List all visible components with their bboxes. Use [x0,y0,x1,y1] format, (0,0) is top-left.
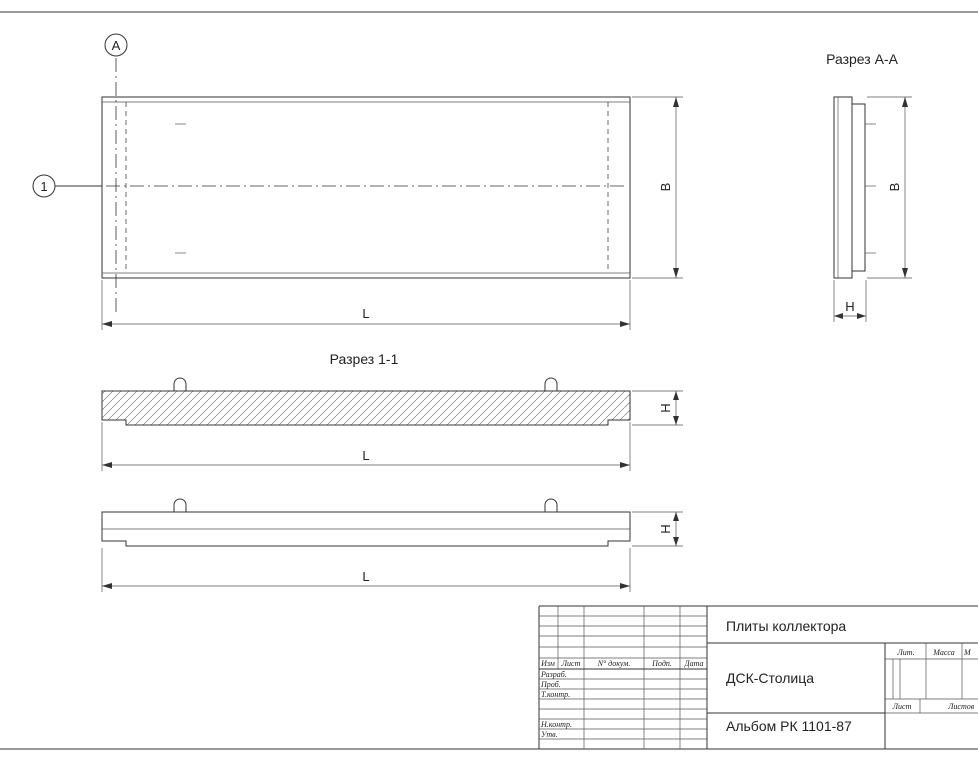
section-11-dim-L: L [101,422,631,471]
plan-view [58,58,631,312]
tb-album: Альбом РК 1101-87 [726,718,852,734]
tb-header-doc: N° докум. [597,659,631,668]
tb-role-nkontr: Н.контр. [540,720,572,729]
axis-marker-a-label: A [112,38,121,53]
side-dim-L: L [101,548,631,592]
section-aa-title: Разрез А-А [826,51,898,67]
tb-scale: М [963,648,972,657]
tb-sheet: Лист [892,702,912,711]
tb-header-izm: Изм [540,659,555,668]
axis-marker-a: A [104,33,128,57]
section-11-dim-L-label: L [362,448,369,463]
section-aa-dim-B-label: B [887,183,902,192]
side-view [101,498,631,547]
plan-dim-B-label: B [658,183,673,192]
tb-title: Плиты коллектора [726,618,846,634]
axis-marker-1: 1 [32,174,102,198]
tb-header-list: Лист [561,659,581,668]
tb-stage: Лит. [896,648,914,657]
side-dim-L-label: L [362,569,369,584]
axis-marker-1-label: 1 [40,179,47,194]
tb-mass: Масса [932,648,954,657]
tb-sheets: Листов [947,702,975,711]
tb-role-utv: Утв. [541,730,558,739]
tb-role-razrab: Разраб. [540,670,567,679]
section-11-dim-H: H [632,390,683,426]
section-aa-dim-H: H [833,280,867,322]
tb-header-sign: Подп. [651,659,672,668]
section-aa-view [833,96,876,279]
section-aa-dim-B: B [867,96,912,279]
side-dim-H: H [632,511,683,547]
tb-role-tkontr: Т.контр. [541,690,570,699]
plan-dim-B: B [632,96,683,279]
tb-header-date: Дата [684,659,704,668]
tb-org: ДСК-Столица [726,670,814,686]
section-aa-dim-H-label: H [845,299,854,314]
section-11-dim-H-label: H [658,403,673,412]
section-11-title: Разрез 1-1 [330,351,399,367]
title-block: Изм Лист N° докум. Подп. Дата Разраб. Пр… [538,605,978,749]
section-11-view [101,377,631,426]
sheet-frame [0,11,978,750]
plan-dim-L-label: L [362,306,369,321]
plan-dim-L: L [101,280,631,330]
tb-role-prob: Проб. [540,680,561,689]
side-dim-H-label: H [658,524,673,533]
